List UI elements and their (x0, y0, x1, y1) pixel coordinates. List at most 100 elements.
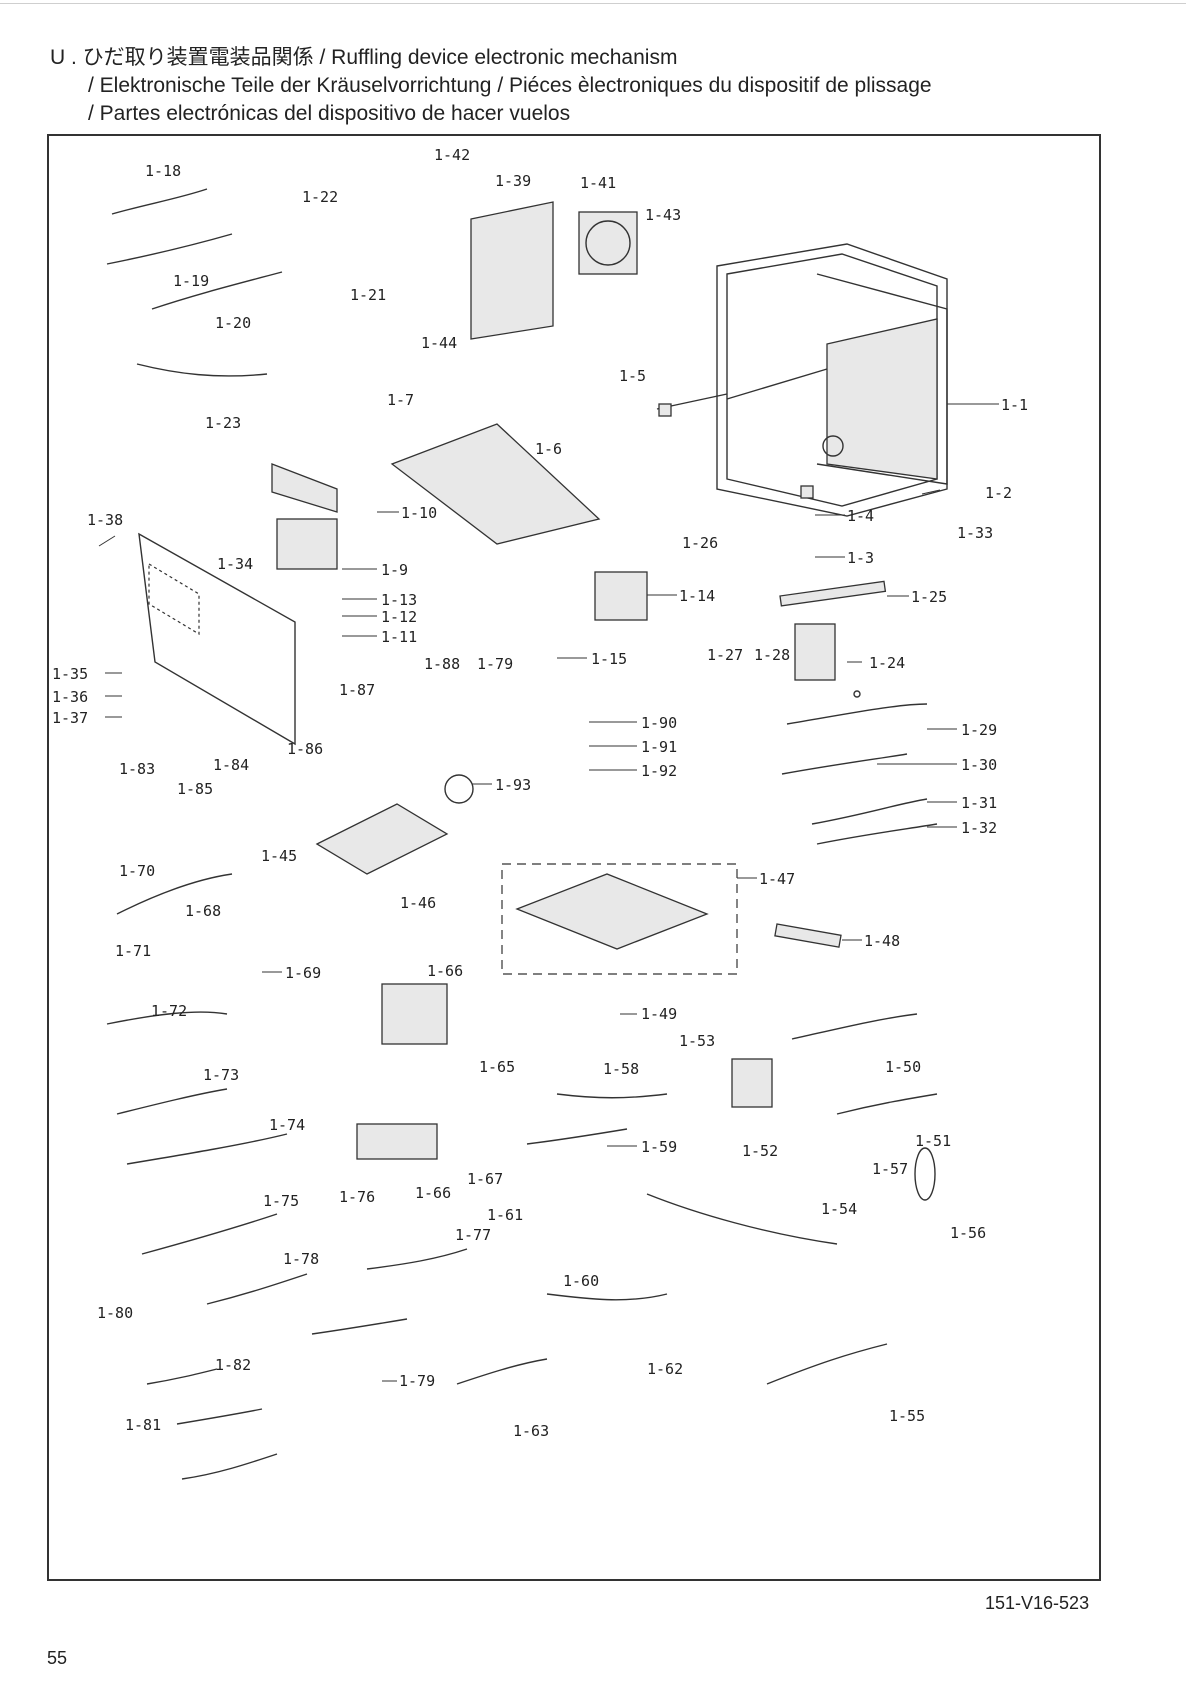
label-1-61: 1-61 (487, 1206, 523, 1224)
label-1-91: 1-91 (641, 738, 677, 756)
label-1-22: 1-22 (302, 188, 338, 206)
label-1-25: 1-25 (911, 588, 947, 606)
label-1-21: 1-21 (350, 286, 386, 304)
label-1-50: 1-50 (885, 1058, 921, 1076)
box-1-24 (794, 623, 836, 681)
rail-1-25 (779, 580, 887, 607)
label-1-87: 1-87 (339, 681, 375, 699)
label-1-73: 1-73 (203, 1066, 239, 1084)
label-1-66-b: 1-66 (415, 1184, 451, 1202)
page-number: 55 (47, 1648, 68, 1668)
label-1-14: 1-14 (679, 587, 715, 605)
control-panel (138, 532, 296, 746)
board-1-45 (315, 803, 449, 875)
label-1-79-b: 1-79 (477, 655, 513, 673)
label-1-9: 1-9 (381, 561, 408, 579)
label-1-11: 1-11 (381, 628, 417, 646)
label-1-55: 1-55 (889, 1407, 925, 1425)
title-line-2: / Elektronische Teile der Kräuselvorrich… (88, 74, 932, 97)
label-1-31: 1-31 (961, 794, 997, 812)
board-1-47 (515, 873, 709, 950)
fan-1-41 (578, 211, 638, 275)
label-1-27: 1-27 (707, 646, 743, 664)
label-1-80: 1-80 (97, 1304, 133, 1322)
label-1-4: 1-4 (847, 507, 874, 525)
switch-1-9 (276, 518, 338, 570)
label-1-48: 1-48 (864, 932, 900, 950)
label-1-13: 1-13 (381, 591, 417, 609)
plate-1-39 (470, 201, 554, 340)
label-1-76: 1-76 (339, 1188, 375, 1206)
label-1-5: 1-5 (619, 367, 646, 385)
label-1-2: 1-2 (985, 484, 1012, 502)
label-1-54: 1-54 (821, 1200, 857, 1218)
label-1-69: 1-69 (285, 964, 321, 982)
title-line-3: / Partes electrónicas del dispositivo de… (88, 102, 571, 125)
label-1-51: 1-51 (915, 1132, 951, 1150)
chip-1-48 (774, 923, 842, 948)
label-1-47: 1-47 (759, 870, 795, 888)
label-1-36: 1-36 (52, 688, 88, 706)
part-labels: 1-1 1-2 1-3 1-4 1-5 1-6 1-7 1-9 1-10 1-1… (52, 146, 1028, 1440)
label-1-66: 1-66 (427, 962, 463, 980)
label-1-28: 1-28 (754, 646, 790, 664)
label-1-41: 1-41 (580, 174, 616, 192)
label-1-42: 1-42 (434, 146, 470, 164)
motor-1-66b (356, 1123, 438, 1160)
label-1-29: 1-29 (961, 721, 997, 739)
label-1-86: 1-86 (287, 740, 323, 758)
label-1-6: 1-6 (535, 440, 562, 458)
label-1-37: 1-37 (52, 709, 88, 727)
cable-harnesses (106, 188, 938, 1480)
motor-1-66 (381, 983, 448, 1045)
label-1-93: 1-93 (495, 776, 531, 794)
label-1-56: 1-56 (950, 1224, 986, 1242)
label-1-72: 1-72 (151, 1002, 187, 1020)
label-1-70: 1-70 (119, 862, 155, 880)
diagram-frame (47, 134, 1101, 1581)
label-1-84: 1-84 (213, 756, 249, 774)
label-1-49: 1-49 (641, 1005, 677, 1023)
label-1-20: 1-20 (215, 314, 251, 332)
label-1-33: 1-33 (957, 524, 993, 542)
label-1-45: 1-45 (261, 847, 297, 865)
drawing-code: 151-V16-523 (985, 1593, 1090, 1613)
label-1-46: 1-46 (400, 894, 436, 912)
label-1-65: 1-65 (479, 1058, 515, 1076)
label-1-10: 1-10 (401, 504, 437, 522)
label-1-81: 1-81 (125, 1416, 161, 1434)
label-1-23: 1-23 (205, 414, 241, 432)
label-1-53: 1-53 (679, 1032, 715, 1050)
label-1-34: 1-34 (217, 555, 253, 573)
label-1-7: 1-7 (387, 391, 414, 409)
label-1-30: 1-30 (961, 756, 997, 774)
label-1-79: 1-79 (399, 1372, 435, 1390)
label-1-74: 1-74 (269, 1116, 305, 1134)
exploded-parts-diagram: 1-1 1-2 1-3 1-4 1-5 1-6 1-7 1-9 1-10 1-1… (52, 146, 1028, 1480)
title-line-1: U . ひだ取り装置電装品関係 / Ruffling device electr… (50, 46, 678, 69)
label-1-24: 1-24 (869, 654, 905, 672)
label-1-71: 1-71 (115, 942, 151, 960)
label-1-67: 1-67 (467, 1170, 503, 1188)
label-1-1: 1-1 (1001, 396, 1028, 414)
label-1-62: 1-62 (647, 1360, 683, 1378)
part-1-56 (914, 1147, 936, 1201)
label-1-44: 1-44 (421, 334, 457, 352)
label-1-82: 1-82 (215, 1356, 251, 1374)
label-1-39: 1-39 (495, 172, 531, 190)
label-1-58: 1-58 (603, 1060, 639, 1078)
label-1-60: 1-60 (563, 1272, 599, 1290)
label-1-78: 1-78 (283, 1250, 319, 1268)
label-1-63: 1-63 (513, 1422, 549, 1440)
label-1-26: 1-26 (682, 534, 718, 552)
label-1-68: 1-68 (185, 902, 221, 920)
label-1-18: 1-18 (145, 162, 181, 180)
label-1-83: 1-83 (119, 760, 155, 778)
label-1-38: 1-38 (87, 511, 123, 529)
label-1-3: 1-3 (847, 549, 874, 567)
label-1-90: 1-90 (641, 714, 677, 732)
leader-lines (98, 403, 999, 1382)
label-1-35: 1-35 (52, 665, 88, 683)
label-1-32: 1-32 (961, 819, 997, 837)
frame-stand (656, 243, 948, 517)
